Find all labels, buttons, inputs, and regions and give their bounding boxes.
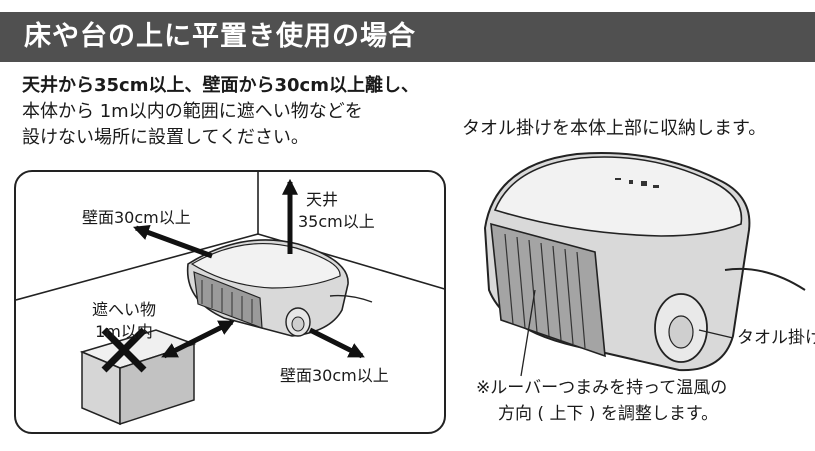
instruction-line-2: 本体から 1m以内の範囲に遮へい物などを (22, 101, 363, 122)
section-header: 床や台の上に平置き使用の場合 (0, 12, 815, 62)
louver-grille (490, 222, 606, 358)
obstacle-box (79, 329, 197, 426)
louver-note-line-1: ※ルーバーつまみを持って温風の (476, 378, 728, 398)
obstacle-label-1: 遮へい物 (91, 300, 156, 319)
arrow-wall-right (308, 327, 365, 359)
placement-diagram: 天井 35cm以上 壁面30cm以上 遮へい物 1m以内 壁面30cm以上 (14, 170, 446, 434)
wall-left-label: 壁面30cm以上 (82, 208, 191, 227)
control-icons (615, 178, 659, 188)
not-allowed-x (101, 327, 147, 373)
obstacle-label-2: 1m以内 (95, 322, 153, 341)
ceiling-label-1: 天井 (306, 190, 339, 209)
heater-device-small (186, 239, 373, 337)
towel-storage-caption: タオル掛けを本体上部に収納します。 (462, 118, 767, 139)
power-cord (724, 267, 806, 291)
towel-hanger-label: タオル掛け (737, 328, 815, 348)
arrow-obstacle (161, 319, 235, 359)
ceiling-label-2: 35cm以上 (298, 212, 375, 231)
distance-arrows (132, 178, 365, 359)
arrow-wall-left (132, 224, 213, 259)
instruction-line-1: 天井から35cm以上、壁面から30cm以上離し、 (22, 75, 419, 96)
section-title: 床や台の上に平置き使用の場合 (24, 21, 416, 52)
wall-right-label: 壁面30cm以上 (280, 366, 389, 385)
room-illustration (16, 172, 444, 426)
heater-device-large (483, 152, 806, 377)
louver-note-line-2: 方向 ( 上下 ) を調整します。 (498, 404, 719, 424)
instruction-line-3: 設けない場所に設置してください。 (22, 127, 309, 148)
